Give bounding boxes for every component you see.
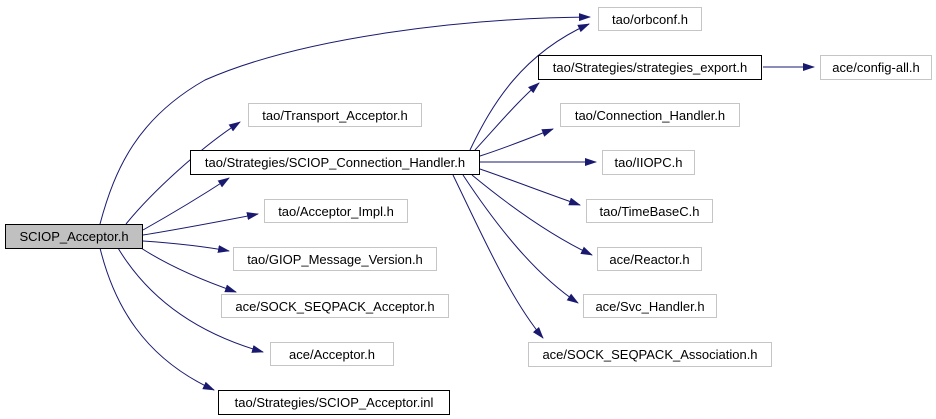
node-sciop-connection-handler[interactable]: tao/Strategies/SCIOP_Connection_Handler.… xyxy=(190,150,480,175)
node-transport-acceptor: tao/Transport_Acceptor.h xyxy=(248,103,422,127)
node-acceptor-impl: tao/Acceptor_Impl.h xyxy=(264,199,408,223)
node-sciop-acceptor-inl[interactable]: tao/Strategies/SCIOP_Acceptor.inl xyxy=(218,390,450,415)
edge-sch-strategies-export xyxy=(474,82,540,151)
node-config-all: ace/config-all.h xyxy=(820,55,932,80)
edge-sch-sock-seqpack-association xyxy=(452,174,544,339)
edge-root-giop-message-version xyxy=(142,240,230,253)
node-strategies-export[interactable]: tao/Strategies/strategies_export.h xyxy=(538,55,762,80)
edge-root-orbconf xyxy=(99,13,591,225)
edge-root-sciop-acceptor-inl xyxy=(99,247,215,391)
edge-sch-connection-handler xyxy=(479,128,554,157)
node-sock-seqpack-acceptor: ace/SOCK_SEQPACK_Acceptor.h xyxy=(221,294,449,318)
edge-sch-reactor xyxy=(471,174,593,256)
node-giop-message-version: tao/GIOP_Message_Version.h xyxy=(233,247,437,271)
edge-root-acceptor-impl xyxy=(142,212,259,236)
edge-sch-svc-handler xyxy=(462,174,579,304)
node-svc-handler: ace/Svc_Handler.h xyxy=(583,294,717,318)
node-sock-seqpack-association: ace/SOCK_SEQPACK_Association.h xyxy=(528,342,772,367)
node-timebasec: tao/TimeBaseC.h xyxy=(586,199,713,223)
node-orbconf: tao/orbconf.h xyxy=(598,7,702,31)
node-sciop-acceptor-h: SCIOP_Acceptor.h xyxy=(5,224,143,249)
edge-sch-orbconf xyxy=(469,23,590,151)
node-connection-handler: tao/Connection_Handler.h xyxy=(560,103,740,127)
edge-root-ace-acceptor xyxy=(117,247,264,353)
edge-root-sciop-connection-handler xyxy=(142,177,230,231)
edge-sch-timebasec xyxy=(479,168,581,206)
edge-root-sock-seqpack-acceptor xyxy=(140,247,237,293)
node-reactor: ace/Reactor.h xyxy=(597,247,702,271)
node-ace-acceptor: ace/Acceptor.h xyxy=(270,342,394,366)
edge-root-transport-acceptor xyxy=(125,121,241,225)
node-iiopc: tao/IIOPC.h xyxy=(602,150,695,175)
